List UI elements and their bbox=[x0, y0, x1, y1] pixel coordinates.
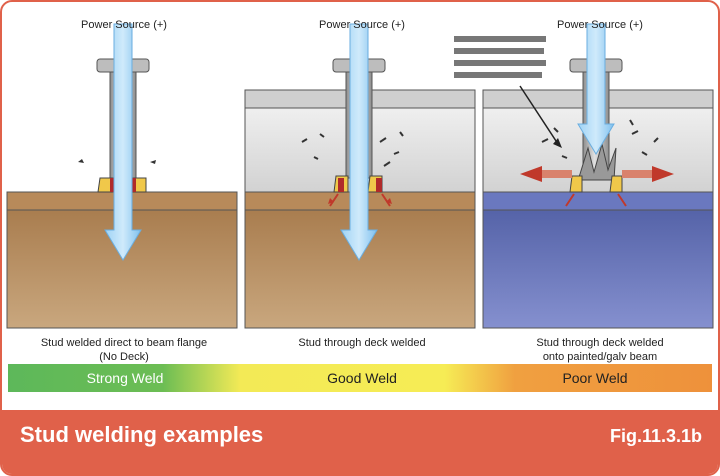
weld-quality-band: Strong Weld Good Weld Poor Weld bbox=[8, 364, 712, 392]
panel-caption: Stud through deck welded onto painted/ga… bbox=[483, 336, 717, 364]
panel-direct-weld bbox=[6, 23, 238, 329]
power-source-label: Power Source (+) bbox=[81, 19, 167, 31]
caption-line: Stud welded direct to beam flange bbox=[40, 337, 208, 349]
panel-painted-beam bbox=[454, 23, 714, 329]
weld-diagram bbox=[6, 23, 714, 329]
panel-caption: Stud through deck welded bbox=[245, 336, 479, 350]
figure-number: Fig.11.3.1b bbox=[609, 426, 702, 446]
figure-title: Stud welding examples bbox=[20, 422, 264, 447]
power-source-label: Power Source (+) bbox=[557, 19, 643, 31]
redacted-label-line bbox=[454, 36, 546, 42]
current-arrow bbox=[104, 23, 142, 261]
caption-line: Stud through deck welded bbox=[298, 337, 426, 349]
footer-bar bbox=[2, 410, 718, 474]
caption-line: onto painted/galv beam bbox=[542, 351, 658, 363]
poor-weld-label: Poor Weld bbox=[562, 370, 628, 386]
panel-through-deck bbox=[244, 23, 476, 329]
caption-line: (No Deck) bbox=[99, 351, 149, 363]
good-weld-label: Good Weld bbox=[327, 370, 397, 386]
strong-weld-label: Strong Weld bbox=[86, 370, 164, 386]
power-source-label: Power Source (+) bbox=[319, 19, 405, 31]
caption-line: Stud through deck welded bbox=[536, 337, 664, 349]
panel-caption: Stud welded direct to beam flange (No De… bbox=[7, 336, 241, 364]
